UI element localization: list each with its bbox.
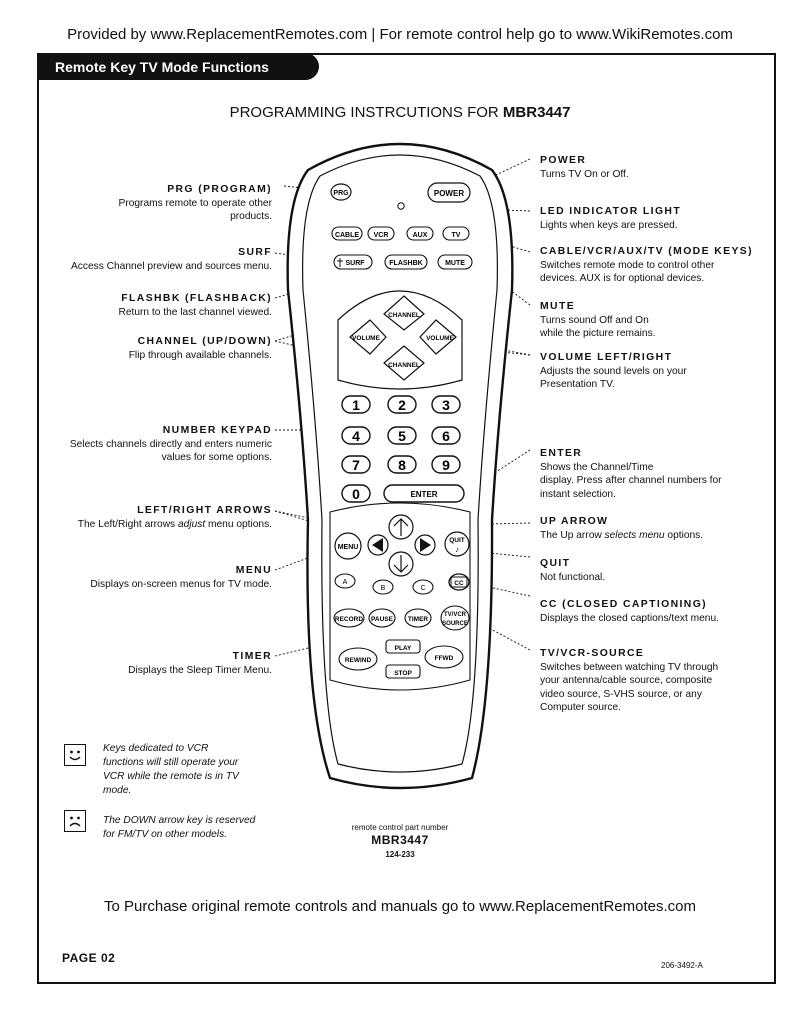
key-6: 6 (442, 428, 450, 444)
aux-button-label: AUX (413, 232, 428, 239)
page-frame (37, 53, 776, 984)
stop-button-label: STOP (394, 670, 412, 677)
down-arrow-icon (393, 555, 409, 573)
purchase-text: To Purchase original remote controls and… (104, 898, 696, 915)
label-left-right-arrows: LEFT/RIGHT ARROWS The Left/Right arrows … (77, 505, 272, 530)
label-prg: PRG (PROGRAM) Programs remote to operate… (118, 184, 272, 222)
up-arrow-icon (393, 518, 409, 536)
label-up-arrow: UP ARROW The Up arrow selects menu optio… (540, 516, 704, 541)
key-2: 2 (398, 397, 406, 413)
key-5: 5 (398, 428, 406, 444)
enter-button-label: ENTER (410, 490, 437, 499)
label-timer: TIMER Displays the Sleep Timer Menu. (128, 651, 272, 676)
note-vcr-keys: Keys dedicated to VCR functions will sti… (103, 743, 239, 796)
label-mute: MUTE Turns sound Off and On while the pi… (540, 301, 656, 339)
key-0: 0 (352, 486, 360, 502)
key-8: 8 (398, 457, 406, 473)
part-caption: remote control part number (351, 823, 449, 832)
section-tab: Remote Key TV Mode Functions (37, 53, 319, 80)
rewind-button-label: REWIND (345, 657, 372, 664)
prg-button-label: PRG (333, 190, 349, 197)
label-cc: CC (CLOSED CAPTIONING) Displays the clos… (540, 599, 719, 624)
pause-button-label: PAUSE (371, 616, 394, 623)
label-led-indicator: LED INDICATOR LIGHT Lights when keys are… (540, 206, 682, 231)
left-arrow-icon (372, 538, 383, 552)
label-power: POWER Turns TV On or Off. (540, 155, 629, 180)
label-mode-keys: CABLE/VCR/AUX/TV (MODE KEYS) Switches re… (540, 246, 753, 284)
mute-button-label: MUTE (445, 260, 465, 267)
key-4: 4 (352, 428, 360, 444)
document-code: 206-3492-A (661, 961, 703, 970)
page-title: PROGRAMMING INSTRCUTIONS FOR MBR3447 (229, 104, 571, 121)
channel-down-button-label: CHANNEL (388, 362, 420, 369)
page-number: PAGE 02 (62, 951, 116, 965)
key-3: 3 (442, 397, 450, 413)
cc-button-label: CC (454, 580, 464, 587)
top-banner: Provided by www.ReplacementRemotes.com |… (67, 26, 733, 43)
label-volume: VOLUME LEFT/RIGHT Adjusts the sound leve… (540, 352, 687, 390)
a-button-label: A (343, 579, 348, 586)
part-code: 124-233 (385, 850, 415, 859)
power-button-label: POWER (434, 189, 464, 198)
label-surf: SURF Access Channel preview and sources … (70, 247, 272, 272)
key-7: 7 (352, 457, 360, 473)
led-indicator (397, 202, 405, 210)
play-button-label: PLAY (395, 645, 412, 652)
tv-button-label: TV (452, 232, 461, 239)
timer-button-label: TIMER (408, 616, 429, 623)
cable-button-label: CABLE (335, 232, 359, 239)
surf-button-label: SURF (345, 260, 365, 267)
quit-button-label: QUIT (449, 537, 465, 544)
label-enter: ENTER Shows the Channel/Time display. Pr… (540, 448, 722, 500)
vcr-button-label: VCR (374, 232, 389, 239)
tvvcr-button-label-line2: SOURCE (442, 621, 468, 627)
label-flashbk: FLASHBK (FLASHBACK) Return to the last c… (118, 293, 272, 318)
label-tvvcr-source: TV/VCR-SOURCE Switches between watching … (540, 648, 719, 713)
part-model: MBR3447 (371, 833, 429, 847)
key-1: 1 (352, 397, 360, 413)
b-button-label: B (381, 585, 386, 592)
label-quit: QUIT Not functional. (540, 558, 606, 583)
music-note-icon: ♪ (455, 545, 459, 554)
key-9: 9 (442, 457, 450, 473)
happy-face-icon (64, 744, 86, 766)
c-button-label: C (420, 585, 425, 592)
record-button-label: RECORD (335, 616, 363, 623)
menu-button-label: MENU (338, 544, 359, 551)
tvvcr-button-label-line1: TV/VCR (444, 612, 467, 618)
note-down-arrow: The DOWN arrow key is reserved for FM/TV… (103, 815, 256, 840)
label-channel: CHANNEL (UP/DOWN) Flip through available… (128, 336, 272, 361)
sad-face-icon (64, 810, 86, 832)
flashbk-button-label: FLASHBK (389, 260, 422, 267)
volume-right-button-label: VOLUME (426, 335, 454, 342)
label-number-keypad: NUMBER KEYPAD Selects channels directly … (69, 425, 272, 463)
ffwd-button-label: FFWD (435, 655, 454, 662)
label-menu: MENU Displays on-screen menus for TV mod… (90, 565, 272, 590)
right-arrow-icon (420, 538, 431, 552)
model-number: MBR3447 (502, 104, 571, 121)
channel-up-button-label: CHANNEL (388, 312, 420, 319)
volume-left-button-label: VOLUME (352, 335, 380, 342)
